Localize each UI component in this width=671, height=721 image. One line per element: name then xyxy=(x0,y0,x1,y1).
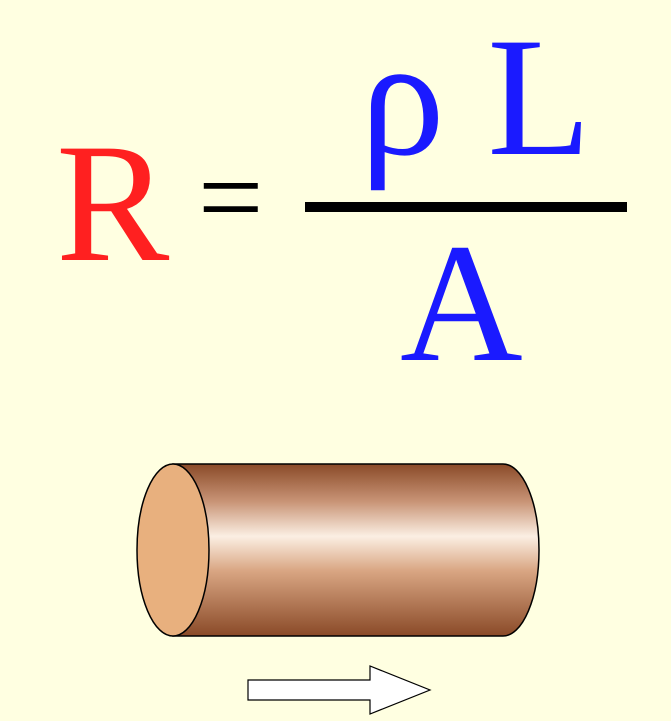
cylinder-end-face xyxy=(136,463,210,637)
cylinder-icon xyxy=(136,463,540,637)
arrow-shape xyxy=(247,665,432,715)
equals-sign: = xyxy=(198,134,264,262)
fraction-bar xyxy=(305,202,627,212)
right-arrow-icon xyxy=(247,665,432,715)
cylinder-body xyxy=(172,463,540,637)
fraction-denominator: A xyxy=(400,209,523,397)
resistance-symbol: R xyxy=(56,109,170,297)
fraction-numerator: ρ L xyxy=(360,3,592,191)
